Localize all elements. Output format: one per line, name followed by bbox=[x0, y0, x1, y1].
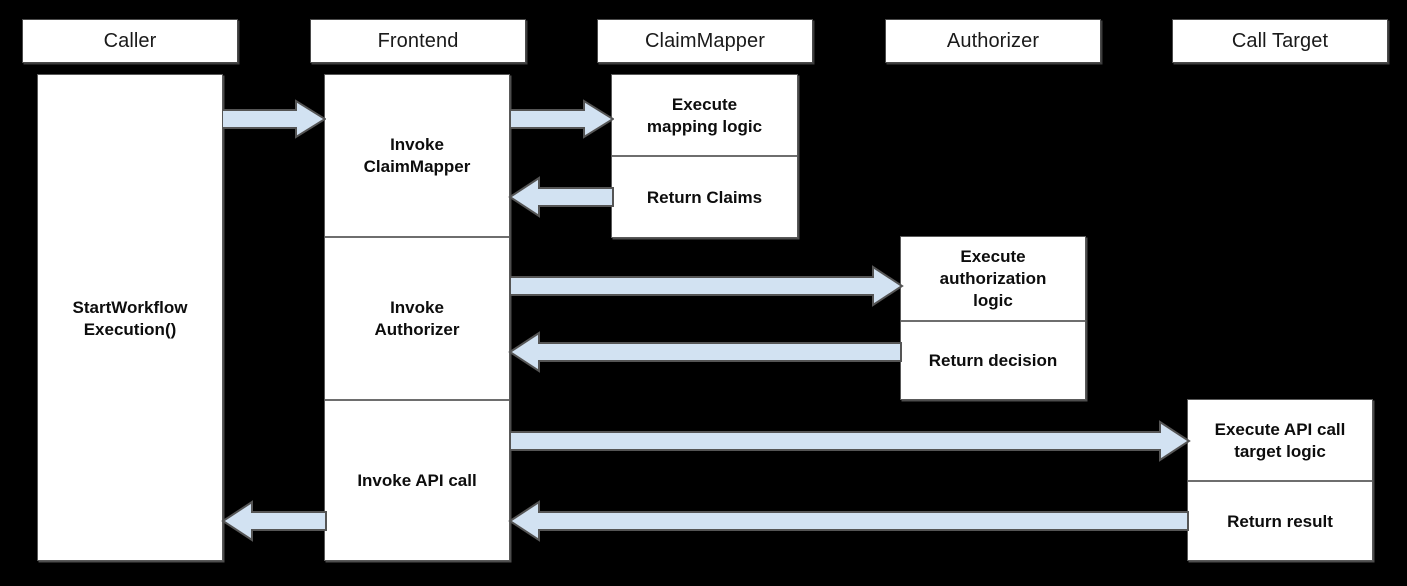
segment-divider bbox=[325, 399, 509, 401]
activation-segment-return-claims: Return Claims bbox=[646, 187, 763, 207]
message-arrow-claimmapper-to-frontend bbox=[508, 176, 614, 218]
message-arrow-frontend-to-calltarget bbox=[510, 420, 1191, 462]
message-arrow-frontend-to-caller bbox=[221, 500, 327, 542]
participant-label: ClaimMapper bbox=[644, 29, 766, 52]
message-arrow-calltarget-to-frontend bbox=[508, 500, 1189, 542]
participant-header-claimmapper[interactable]: ClaimMapper bbox=[597, 19, 813, 63]
segment-divider bbox=[1188, 480, 1372, 482]
participant-header-calltarget[interactable]: Call Target bbox=[1172, 19, 1388, 63]
participant-label: Frontend bbox=[377, 29, 459, 52]
activation-segment-invoke-api-call: Invoke API call bbox=[357, 471, 477, 491]
participant-label: Authorizer bbox=[946, 29, 1040, 52]
message-arrow-caller-to-frontend bbox=[222, 99, 326, 139]
participant-label: Call Target bbox=[1231, 29, 1329, 52]
message-arrow-authorizer-to-frontend bbox=[508, 331, 902, 373]
activation-segment-return-decision: Return decision bbox=[928, 351, 1058, 371]
message-arrow-frontend-to-authorizer bbox=[510, 265, 904, 307]
activation-segment-return-result: Return result bbox=[1227, 511, 1333, 531]
participant-header-frontend[interactable]: Frontend bbox=[310, 19, 526, 63]
participant-header-authorizer[interactable]: Authorizer bbox=[885, 19, 1101, 63]
segment-divider bbox=[901, 320, 1085, 322]
segment-divider bbox=[325, 236, 509, 238]
message-arrow-frontend-to-claimmapper bbox=[510, 99, 614, 139]
segment-divider bbox=[612, 155, 797, 157]
participant-header-caller[interactable]: Caller bbox=[22, 19, 238, 63]
participant-label: Caller bbox=[103, 29, 157, 52]
